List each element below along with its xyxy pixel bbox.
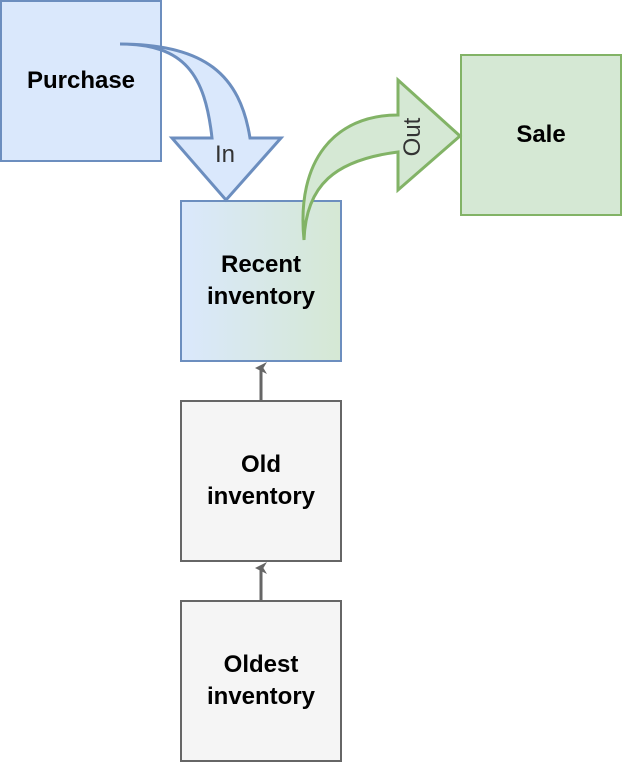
old-line-2: inventory <box>206 483 316 510</box>
out-arrow-label: Out <box>399 117 426 156</box>
purchase-label: Purchase <box>26 67 136 94</box>
old-line-1: Old <box>241 451 281 478</box>
old-inventory-label: Old inventory <box>207 449 315 513</box>
in-arrow-label: In <box>215 141 235 168</box>
purchase-node: Purchase <box>0 0 162 162</box>
recent-inventory-node: Recent inventory <box>180 200 342 362</box>
recent-line-1: Recent <box>220 251 302 278</box>
oldest-inventory-label: Oldest inventory <box>207 649 315 713</box>
oldest-inventory-node: Oldest inventory <box>180 600 342 762</box>
sale-node: Sale <box>460 54 622 216</box>
in-arrow <box>119 42 285 203</box>
recent-inventory-label: Recent inventory <box>207 249 315 313</box>
old-inventory-node: Old inventory <box>180 400 342 562</box>
sale-label: Sale <box>516 121 566 148</box>
oldest-line-2: inventory <box>206 683 316 710</box>
oldest-line-1: Oldest <box>223 651 299 678</box>
out-arrow <box>301 76 463 241</box>
recent-line-2: inventory <box>206 283 316 310</box>
